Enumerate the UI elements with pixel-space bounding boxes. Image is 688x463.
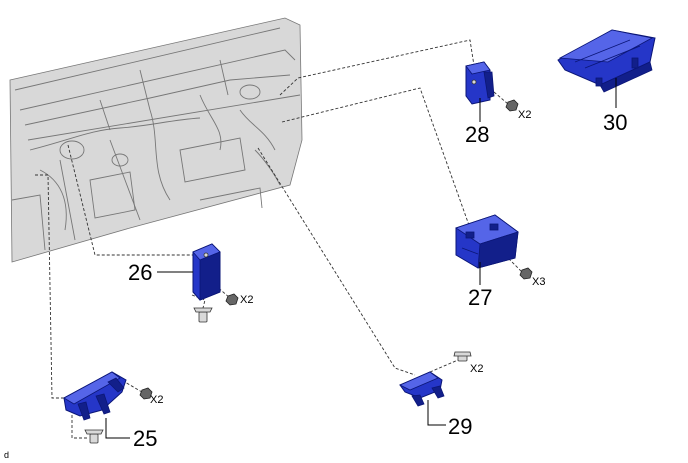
part-29-bolt bbox=[453, 351, 472, 362]
quantity-26-nut: X2 bbox=[240, 294, 253, 306]
guide-line-25 bbox=[35, 174, 70, 399]
leader-lines bbox=[105, 78, 617, 439]
guide-line-27 bbox=[281, 87, 471, 229]
guide-lines bbox=[35, 39, 523, 439]
guide-line-25-bolt bbox=[71, 405, 88, 439]
part-26-nut bbox=[225, 293, 239, 306]
part-27-ecu bbox=[455, 214, 519, 269]
vehicle-dashboard-illustration bbox=[9, 17, 303, 263]
quantity-29-bolt: X2 bbox=[470, 363, 483, 375]
part-28-module bbox=[465, 61, 495, 105]
quantity-28-nut: X2 bbox=[518, 109, 531, 121]
guide-line-28-nut bbox=[493, 91, 509, 105]
part-29-bracket bbox=[399, 371, 445, 407]
quantity-27-nut: X3 bbox=[532, 276, 545, 288]
guide-line-29-bolt bbox=[429, 359, 459, 373]
part-28-nut bbox=[505, 99, 519, 112]
part-25-nut bbox=[139, 387, 153, 400]
part-26-module bbox=[192, 243, 221, 301]
part-27-nut bbox=[519, 267, 533, 280]
part-number-25: 25 bbox=[133, 426, 157, 451]
part-number-27: 27 bbox=[468, 285, 492, 310]
part-number-26: 26 bbox=[128, 260, 152, 285]
corner-reference-letter: d bbox=[4, 450, 9, 460]
part-25-bolt bbox=[84, 429, 104, 444]
part-25-bracket bbox=[63, 371, 127, 421]
part-number-29: 29 bbox=[448, 414, 472, 439]
part-30-duct bbox=[557, 29, 656, 93]
part-number-30: 30 bbox=[603, 110, 627, 135]
guide-line-29 bbox=[257, 147, 416, 376]
quantity-25-nut: X2 bbox=[150, 394, 163, 406]
guide-line-26-nut bbox=[214, 284, 231, 299]
part-number-28: 28 bbox=[465, 122, 489, 147]
guide-line-26 bbox=[67, 144, 195, 256]
guide-line-27-nut bbox=[504, 254, 523, 273]
leader-25 bbox=[105, 418, 130, 439]
part-26-bolt bbox=[193, 307, 213, 323]
leader-29 bbox=[427, 400, 446, 426]
guide-line-28 bbox=[279, 39, 476, 96]
